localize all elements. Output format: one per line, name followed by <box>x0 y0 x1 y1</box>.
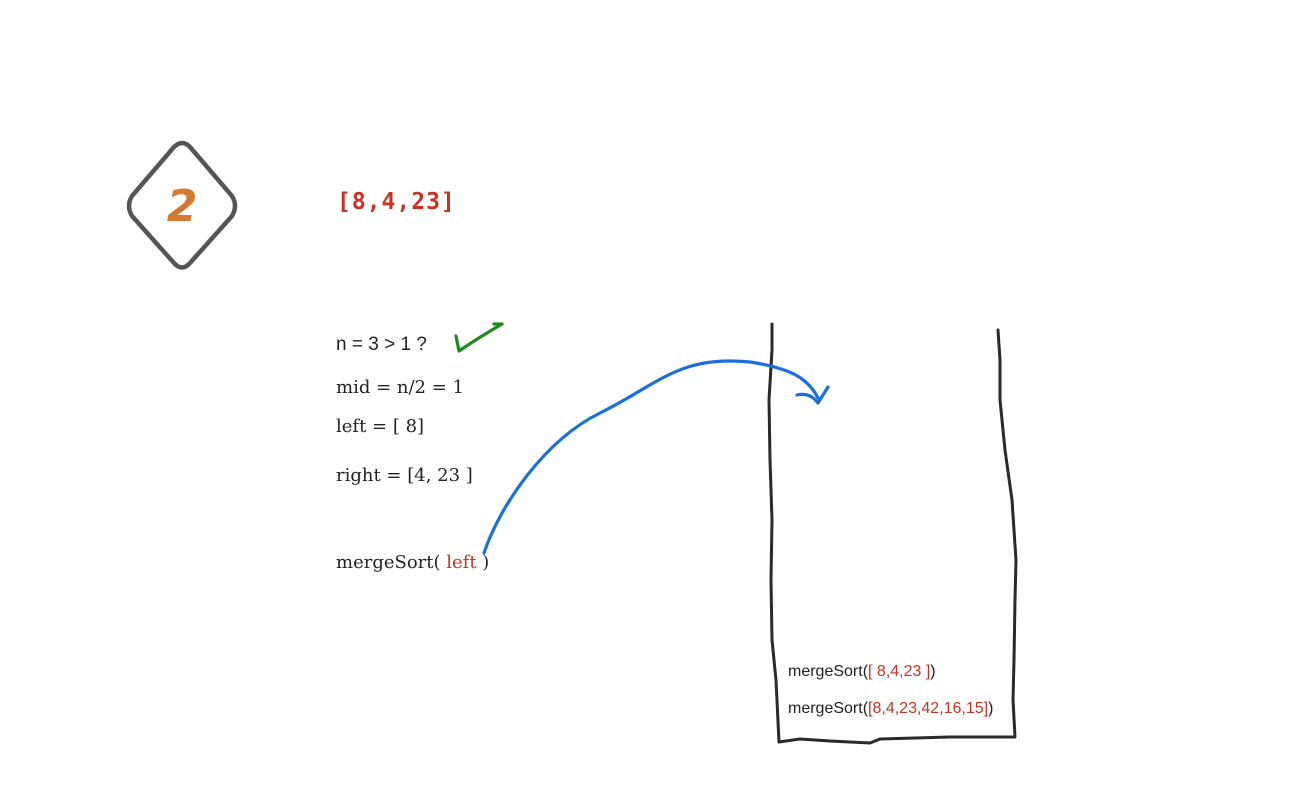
arrow-head-icon <box>795 385 830 405</box>
array-title: [8,4,23] <box>337 189 456 215</box>
left-split: left = [ 8] <box>336 416 425 437</box>
stack-frame-close: ) <box>930 663 936 680</box>
stack-frame-argument: [8,4,23,42,16,15] <box>868 700 989 717</box>
diamond-icon <box>126 140 238 270</box>
base-case-condition: n = 3 > 1 ? <box>336 334 427 355</box>
step-number: 2 <box>166 180 198 232</box>
right-split: right = [4, 23 ] <box>336 465 473 486</box>
stack-frame: mergeSort([8,4,23,42,16,15]) <box>788 700 993 718</box>
call-stack-box <box>767 322 1018 745</box>
stack-frame-function: mergeSort( <box>788 700 869 717</box>
check-icon <box>454 322 504 353</box>
step-badge: 2 <box>120 138 244 274</box>
stack-frame: mergeSort([ 8,4,23 ]) <box>788 663 936 681</box>
stack-frame-argument: [ 8,4,23 ] <box>868 663 931 680</box>
call-function: mergeSort( <box>336 552 447 573</box>
mid-calculation: mid = n/2 = 1 <box>336 377 464 398</box>
stack-frame-close: ) <box>988 700 994 717</box>
call-close: ) <box>476 552 490 573</box>
recursive-call: mergeSort( left ) <box>336 552 489 573</box>
push-arrow <box>482 359 820 555</box>
stack-frame-function: mergeSort( <box>788 663 869 680</box>
call-argument: left <box>446 552 477 573</box>
